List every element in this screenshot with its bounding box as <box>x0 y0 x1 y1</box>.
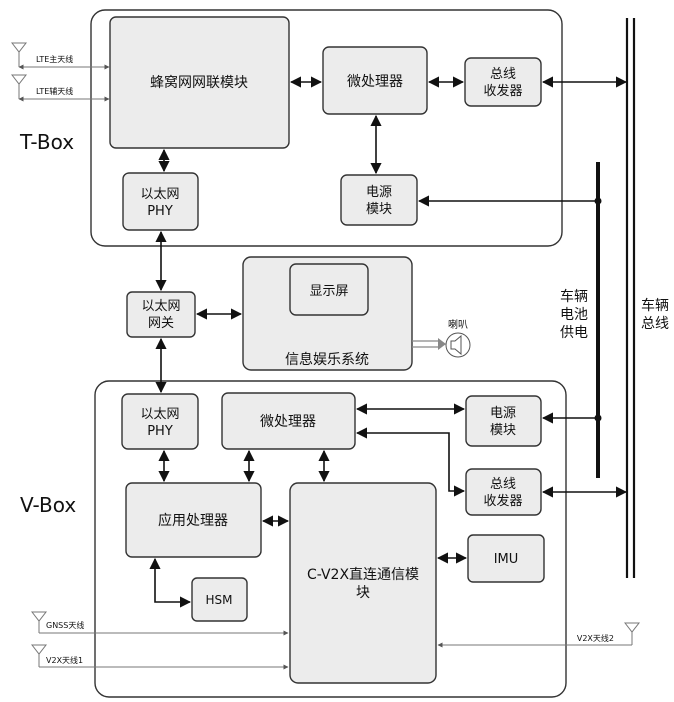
tbox-power-module <box>340 174 418 226</box>
gnss-antenna-icon <box>30 611 48 633</box>
infotainment-label: 信息娱乐系统 <box>285 351 369 368</box>
vbox-mcu <box>221 392 356 450</box>
tbox-ethernet-phy <box>122 172 199 231</box>
display-screen <box>289 263 369 316</box>
lte-main-antenna-label: LTE主天线 <box>36 54 73 64</box>
speaker-link-arrow <box>438 338 446 350</box>
vbox-ethernet-phy-label-1: 以太网 <box>140 407 179 422</box>
battery-label-1: 车辆 <box>560 288 588 305</box>
vbox-bus-transceiver-label-1: 总线 <box>490 477 516 492</box>
vbox-power-module-label-2: 模块 <box>490 423 516 438</box>
tbox-mcu-label: 微处理器 <box>347 74 403 90</box>
vbox-title: V-Box <box>20 493 76 517</box>
tbox-power-module-label-1: 电源 <box>366 185 392 200</box>
tbox-mcu <box>322 46 428 115</box>
cv2x-module-label-2: 块 <box>356 585 370 601</box>
lte-aux-antenna-icon <box>10 74 28 99</box>
application-processor <box>125 482 262 558</box>
hsm-label: HSM <box>206 593 233 607</box>
vbox-bus-transceiver-label-2: 收发器 <box>483 493 522 509</box>
cellular-module-label: 蜂窝网网联模块 <box>150 74 248 91</box>
imu <box>467 534 545 583</box>
ethernet-gateway-label-2: 网关 <box>148 316 174 331</box>
lte-aux-antenna-label: LTE辅天线 <box>36 86 73 96</box>
battery-label-3: 供电 <box>560 325 588 341</box>
vehicle-bus-label-1: 车辆 <box>641 297 669 314</box>
hsm <box>191 577 248 622</box>
application-processor-label: 应用处理器 <box>158 512 228 529</box>
mcu-bustrx-link-vbox <box>355 427 466 497</box>
tbox-title: T-Box <box>19 130 74 154</box>
tbox-ethernet-phy-label-2: PHY <box>147 204 173 219</box>
tbox-bus-transceiver <box>464 57 542 107</box>
speaker-link <box>412 340 440 348</box>
battery-label-2: 电池 <box>560 307 588 323</box>
tbox-bus-transceiver-label-2: 收发器 <box>483 83 522 99</box>
speaker-label: 喇叭 <box>448 319 468 331</box>
vbox-bus-transceiver <box>465 468 542 516</box>
tbox-power-module-label-2: 模块 <box>366 202 392 217</box>
display-screen-label: 显示屏 <box>309 284 348 299</box>
vbox-power-module <box>465 395 542 447</box>
speaker-icon <box>445 332 471 358</box>
vbox-ethernet-phy-label-2: PHY <box>147 424 173 439</box>
tbox-ethernet-phy-label-1: 以太网 <box>140 187 179 202</box>
v2x-antenna-2-label: V2X天线2 <box>577 633 614 643</box>
appproc-hsm-link <box>149 557 192 608</box>
cv2x-module-label-1: C-V2X直连通信模 <box>307 566 419 583</box>
vbox-ethernet-phy <box>121 393 199 450</box>
v2x-antenna-1-icon <box>30 644 48 667</box>
vbox-mcu-label: 微处理器 <box>260 414 316 430</box>
tbox-container <box>90 9 563 247</box>
v2x-antenna-2-icon <box>623 622 641 645</box>
tbox-bus-transceiver-label-1: 总线 <box>490 67 516 82</box>
ethernet-gateway <box>126 291 196 338</box>
gnss-antenna-label: GNSS天线 <box>46 620 84 630</box>
cellular-module <box>109 16 290 149</box>
vehicle-bus-label-2: 总线 <box>641 316 669 332</box>
vbox-power-module-label-1: 电源 <box>490 406 516 421</box>
ethernet-gateway-label-1: 以太网 <box>141 299 180 314</box>
lte-main-antenna-icon <box>10 42 28 67</box>
v2x-antenna-1-label: V2X天线1 <box>46 655 83 665</box>
imu-label: IMU <box>494 552 519 567</box>
cv2x-module <box>289 482 437 684</box>
vbox-container <box>94 380 567 698</box>
